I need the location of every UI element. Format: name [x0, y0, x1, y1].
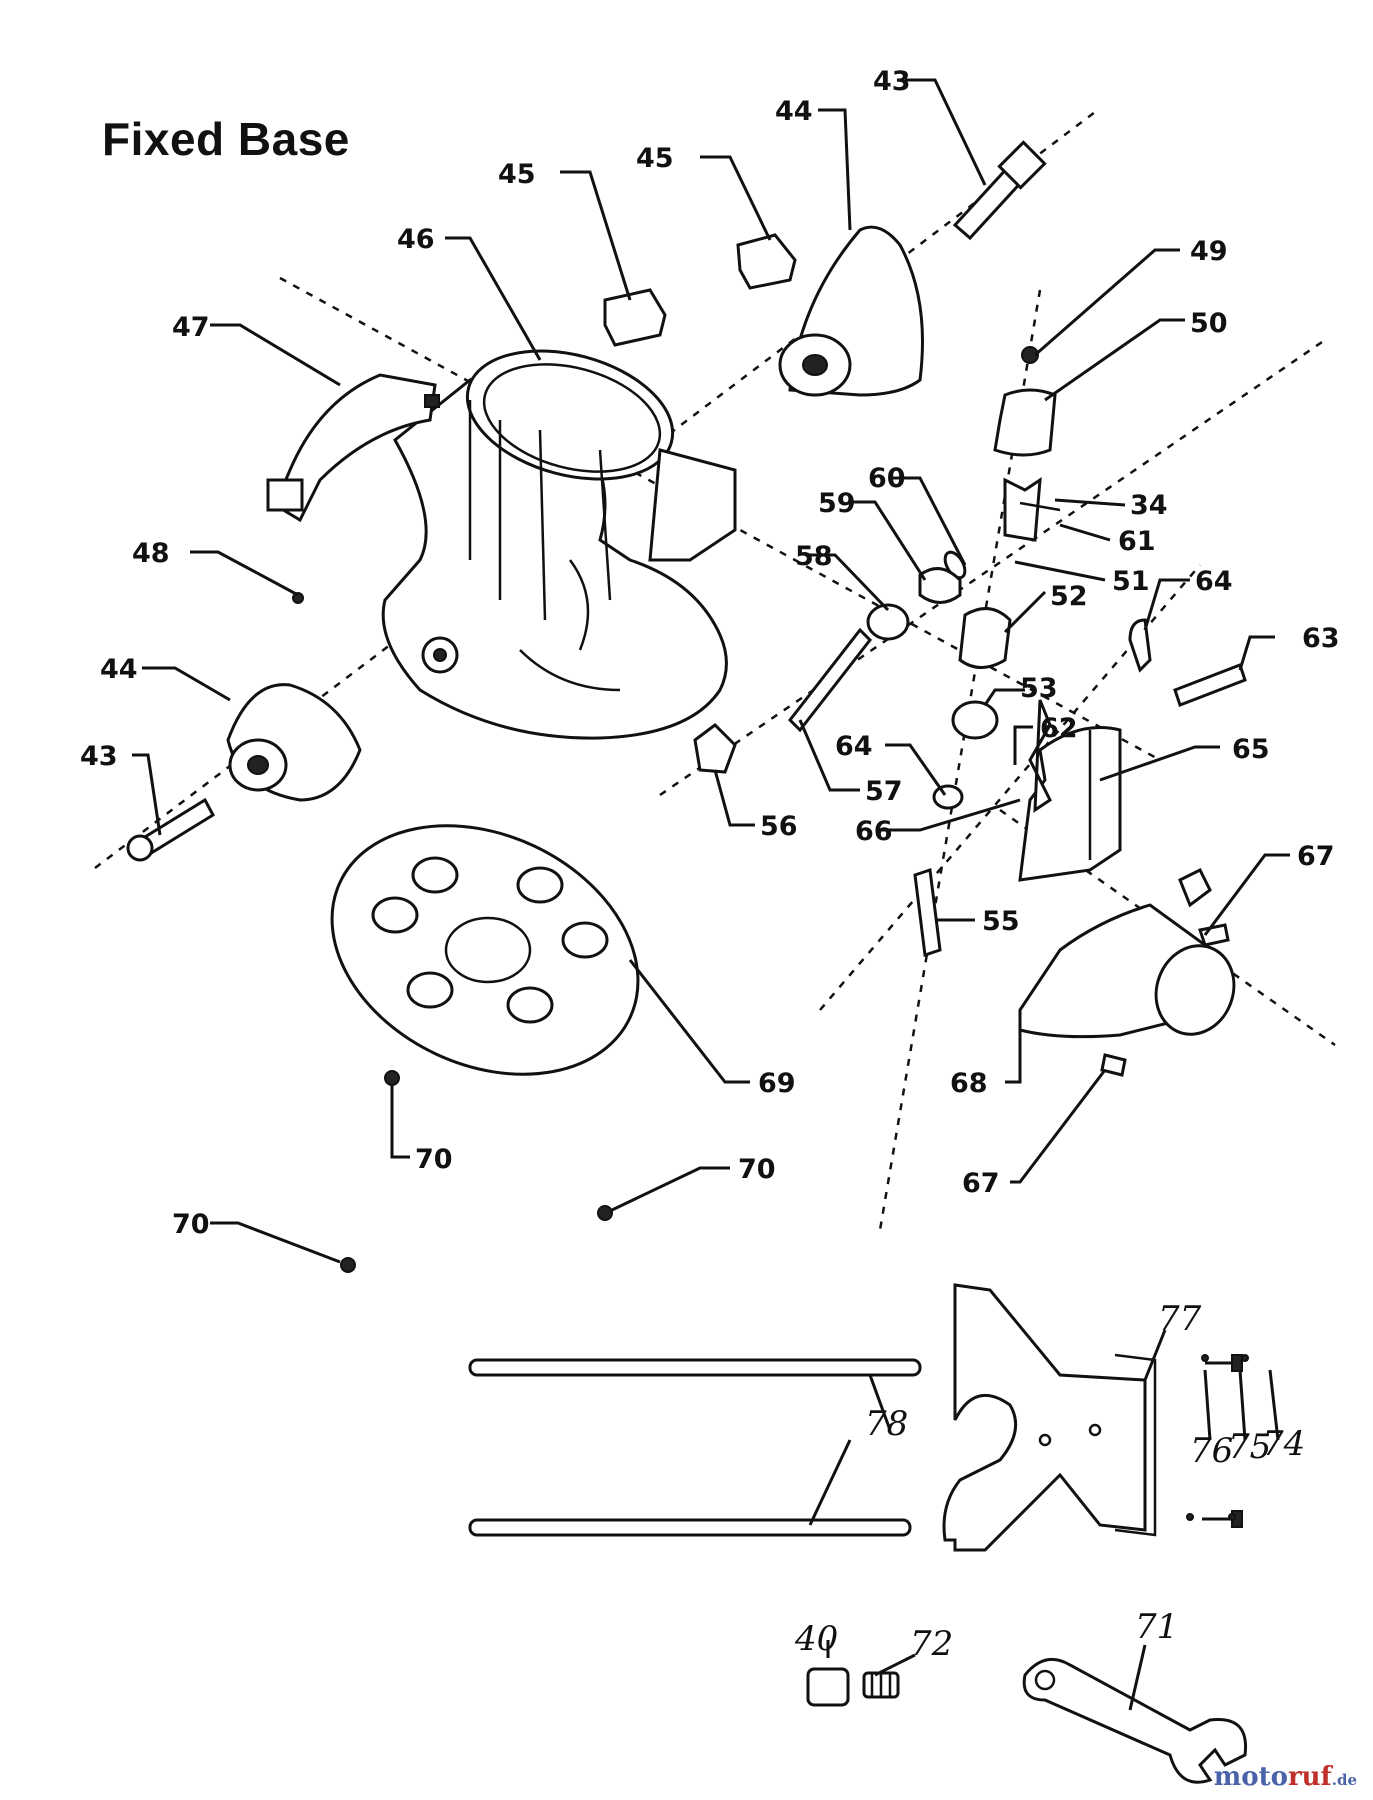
callout-78: 78: [865, 1404, 908, 1444]
callout-77: 77: [1158, 1299, 1202, 1339]
watermark-suffix: .de: [1331, 1771, 1357, 1789]
pin-48: [292, 592, 304, 604]
callout-70-a: 70: [415, 1144, 453, 1175]
callout-74: 74: [1262, 1424, 1305, 1464]
callout-72: 72: [910, 1624, 953, 1664]
callout-64-lower: 64: [835, 731, 873, 762]
callout-75: 75: [1228, 1427, 1271, 1467]
callout-45-left: 45: [498, 159, 536, 190]
callout-68: 68: [950, 1068, 988, 1099]
sub-base-plate-69: [330, 824, 640, 1076]
lock-block-45-left: [603, 288, 667, 347]
callout-67-lower: 67: [962, 1168, 1000, 1199]
callout-58: 58: [795, 541, 833, 572]
callout-46: 46: [397, 224, 435, 255]
callout-57: 57: [865, 776, 903, 807]
callout-51: 51: [1112, 566, 1150, 597]
handle-bracket-47: [266, 373, 440, 523]
callout-52: 52: [1050, 581, 1088, 612]
nut-70-b: [597, 1205, 613, 1221]
callout-66: 66: [855, 816, 893, 847]
watermark-part1: moto: [1213, 1762, 1288, 1792]
callout-34: 34: [1130, 490, 1168, 521]
callout-43-upper: 43: [873, 66, 911, 97]
page-title: Fixed Base: [102, 113, 350, 165]
callout-48: 48: [132, 538, 170, 569]
adjustment-mechanism: [693, 346, 1247, 958]
knob-44-lower: [226, 683, 362, 802]
knob-44-upper: [778, 225, 924, 397]
callout-labels: 43 44 45 45 46 47 49 50 60 59 58 34 61 5…: [80, 66, 1340, 1664]
callout-65: 65: [1232, 734, 1270, 765]
watermark-logo: motoruf.de: [1214, 1762, 1357, 1792]
guide-rods-78: [468, 1358, 922, 1537]
callout-60: 60: [868, 463, 906, 494]
callout-55: 55: [982, 906, 1020, 937]
callout-49: 49: [1190, 236, 1228, 267]
edge-guide-77: [942, 1283, 1157, 1552]
callout-76: 76: [1190, 1431, 1233, 1471]
callout-56: 56: [760, 811, 798, 842]
nut-70-c: [340, 1257, 356, 1273]
callout-70-c: 70: [172, 1209, 210, 1240]
callout-53: 53: [1020, 673, 1058, 704]
callout-67-upper: 67: [1297, 841, 1335, 872]
dust-port-68: [1018, 867, 1236, 1077]
screw-43-lower: [126, 797, 215, 862]
callout-40: 40: [794, 1619, 838, 1659]
router-housing: [381, 349, 737, 740]
screws-74-76: [1186, 1354, 1249, 1528]
wrench-71: [1022, 1657, 1248, 1784]
callout-61: 61: [1118, 526, 1156, 557]
callout-70-b: 70: [738, 1154, 776, 1185]
callout-50: 50: [1190, 308, 1228, 339]
callout-47: 47: [172, 312, 210, 343]
leader-lines: [132, 78, 1290, 1711]
collet-nut-72: [862, 1671, 900, 1699]
callout-44-lower: 44: [100, 654, 138, 685]
callout-71: 71: [1135, 1607, 1178, 1647]
watermark-part2: ruf: [1287, 1762, 1332, 1792]
callout-63: 63: [1302, 623, 1340, 654]
callout-64-upper: 64: [1195, 566, 1233, 597]
collet-40: [806, 1667, 850, 1707]
callout-59: 59: [818, 488, 856, 519]
callout-44-upper: 44: [775, 96, 813, 127]
callout-43-lower: 43: [80, 741, 118, 772]
callout-62: 62: [1040, 713, 1078, 744]
nut-70-a: [384, 1070, 400, 1086]
callout-45-right: 45: [636, 143, 674, 174]
callout-69: 69: [758, 1068, 796, 1099]
screw-43-upper: [952, 140, 1047, 241]
lock-block-45-right: [736, 233, 797, 290]
